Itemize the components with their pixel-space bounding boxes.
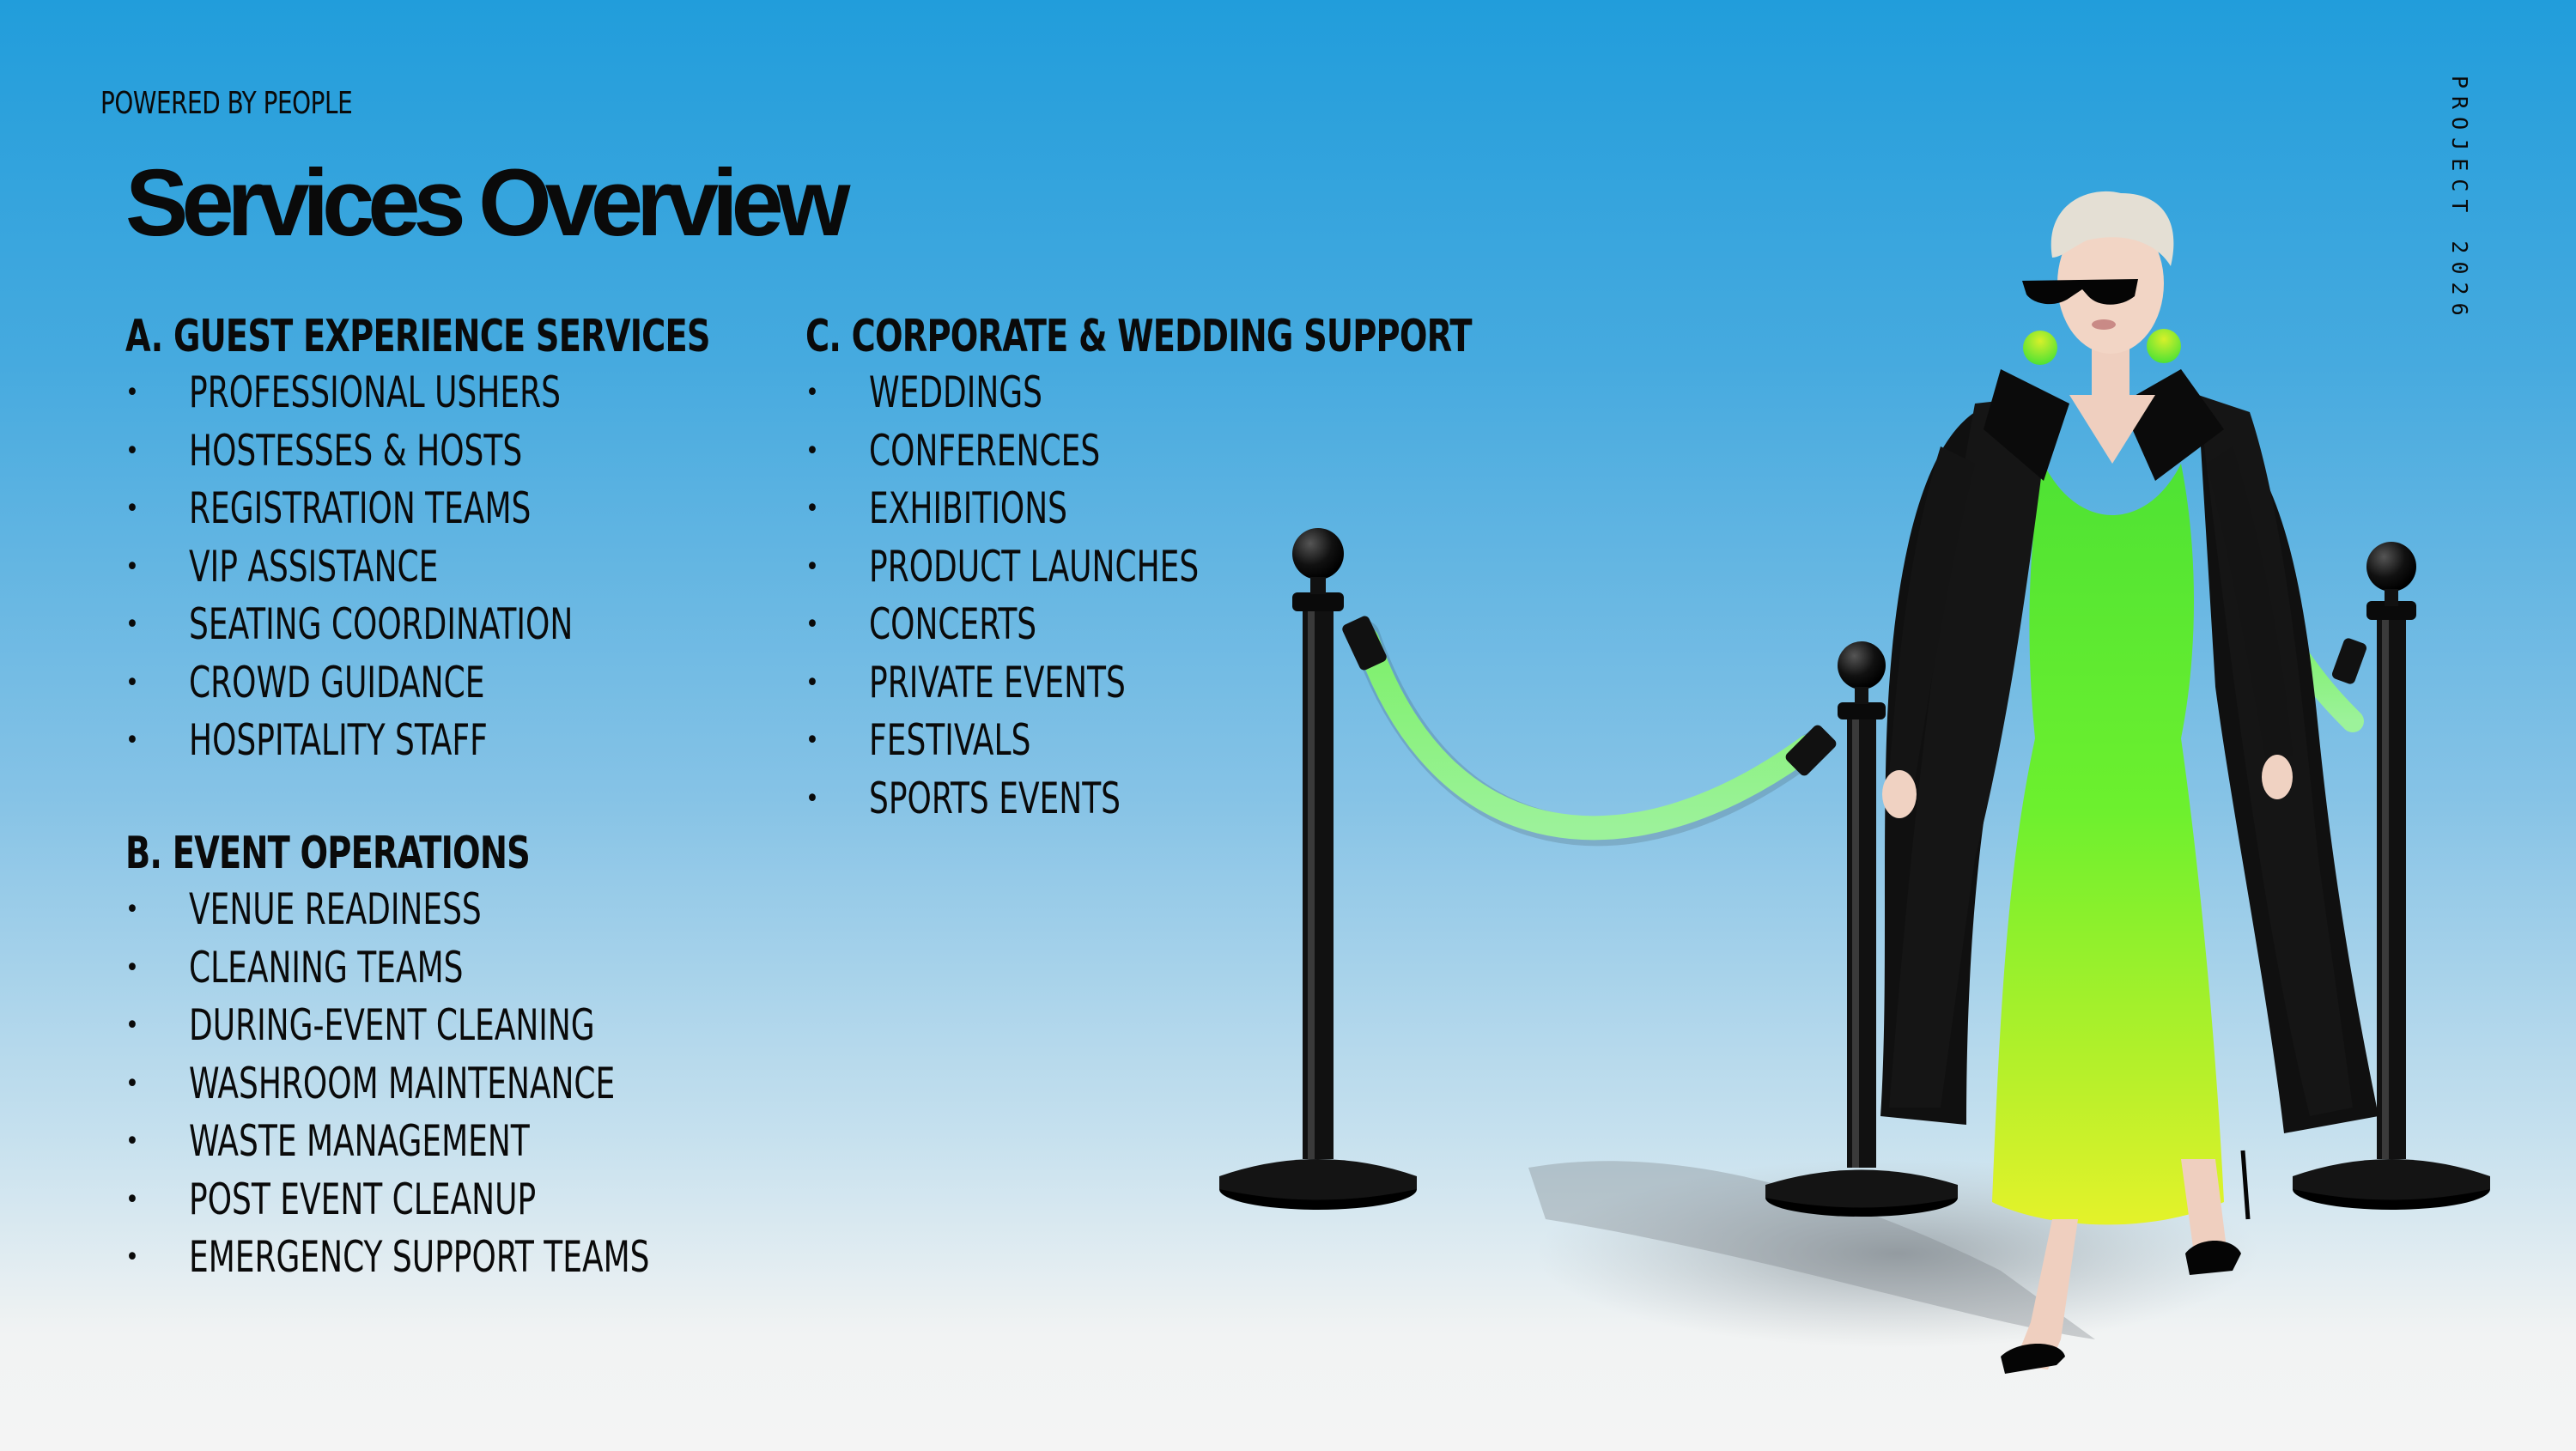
bullet-icon: • [125,952,139,983]
list-item: •FESTIVALS [805,712,1618,770]
bullet-icon: • [805,783,819,814]
list-item: •WASTE MANAGEMENT [125,1113,618,1171]
list-item: •SEATING COORDINATION [125,596,838,654]
section-heading: A. GUEST EXPERIENCE SERVICES [125,311,711,362]
bullet-icon: • [805,667,819,698]
list-item: •CONCERTS [805,596,1618,654]
list-item: •CLEANING TEAMS [125,939,618,998]
bullet-icon: • [805,378,819,408]
section-heading: C. CORPORATE & WEDDING SUPPORT [805,311,1473,362]
hero-illustration [1219,191,2490,1374]
list-item: •POST EVENT CLEANUP [125,1171,618,1229]
bullet-icon: • [125,895,139,925]
bullet-icon: • [125,1126,139,1157]
list-item: •WEDDINGS [805,364,1618,422]
service-list: •VENUE READINESS •CLEANING TEAMS •DURING… [125,881,650,1287]
bullet-icon: • [805,551,819,582]
bullet-icon: • [125,1184,139,1215]
list-item: •WASHROOM MAINTENANCE [125,1055,618,1114]
section-guest-experience: A. GUEST EXPERIENCE SERVICES •PROFESSION… [125,314,838,770]
bullet-icon: • [125,435,139,466]
list-item: •CROWD GUIDANCE [125,654,838,713]
list-item: •REGISTRATION TEAMS [125,480,838,538]
section-heading: B. EVENT OPERATIONS [125,828,531,879]
project-label: PROJECT 2026 [2447,76,2472,324]
bullet-icon: • [805,726,819,756]
list-item: •PRODUCT LAUNCHES [805,538,1618,597]
list-item: •CONFERENCES [805,422,1618,481]
bullet-icon: • [125,726,139,756]
page-title: Services Overview [125,150,850,256]
list-item: •PROFESSIONAL USHERS [125,364,838,422]
bullet-icon: • [125,1068,139,1099]
list-item: •EXHIBITIONS [805,480,1618,538]
bullet-icon: • [125,610,139,640]
stanchion-post-icon [1219,528,2490,1217]
list-item: •VENUE READINESS [125,881,618,939]
list-item: •VIP ASSISTANCE [125,538,838,597]
service-list: •PROFESSIONAL USHERS •HOSTESSES & HOSTS … [125,364,838,770]
section-event-operations: B. EVENT OPERATIONS •VENUE READINESS •CL… [125,828,650,1287]
list-item: •DURING-EVENT CLEANING [125,997,618,1055]
list-item: •EMERGENCY SUPPORT TEAMS [125,1229,650,1287]
bullet-icon: • [805,435,819,466]
list-item: •SPORTS EVENTS [805,770,1618,829]
bullet-icon: • [125,378,139,408]
list-item: •PRIVATE EVENTS [805,654,1618,713]
list-item: •HOSTESSES & HOSTS [125,422,838,481]
model-figure-icon [1880,191,2379,1374]
bullet-icon: • [125,1242,139,1272]
bullet-icon: • [805,610,819,640]
bullet-icon: • [125,1011,139,1041]
list-item: •HOSPITALITY STAFF [125,712,838,770]
bullet-icon: • [125,494,139,524]
section-corporate-wedding: C. CORPORATE & WEDDING SUPPORT •WEDDINGS… [805,314,1618,828]
bullet-icon: • [805,494,819,524]
service-list: •WEDDINGS •CONFERENCES •EXHIBITIONS •PRO… [805,364,1618,828]
bullet-icon: • [125,551,139,582]
brand-label: POWERED BY PEOPLE [100,86,353,121]
bullet-icon: • [125,667,139,698]
